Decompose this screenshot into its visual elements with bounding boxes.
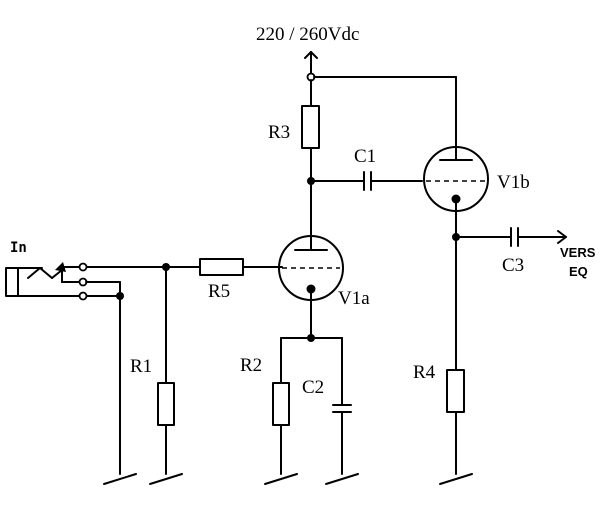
supply-voltage-label: 220 / 260Vdc <box>256 24 359 45</box>
label-v1b: V1b <box>497 172 530 193</box>
resistor-r4 <box>439 369 473 485</box>
label-r3: R3 <box>268 122 290 143</box>
capacitor-c3 <box>455 227 567 247</box>
resistor-r2 <box>264 337 298 485</box>
resistor-r5 <box>82 258 283 276</box>
input-jack <box>5 262 137 485</box>
label-c3: C3 <box>502 255 524 276</box>
capacitor-c2 <box>325 337 359 485</box>
output-label-eq: EQ <box>569 264 588 279</box>
supply-rail <box>310 76 457 151</box>
label-r2: R2 <box>240 355 262 376</box>
junction-cathode <box>307 334 315 342</box>
label-c2: C2 <box>302 377 324 398</box>
label-v1a: V1a <box>338 288 370 309</box>
input-label: In <box>10 240 27 256</box>
tube-v1a <box>278 235 344 301</box>
output-label-vers: VERS <box>560 245 596 260</box>
label-r4: R4 <box>413 362 436 383</box>
v1a-cathode-wire <box>280 292 343 339</box>
label-r5: R5 <box>208 281 230 302</box>
label-r1: R1 <box>130 356 152 377</box>
resistor-r3 <box>301 105 320 244</box>
label-c1: C1 <box>354 146 376 167</box>
tube-v1b <box>423 146 489 212</box>
capacitor-c1 <box>310 171 423 191</box>
junction-jack-ground <box>116 292 124 300</box>
resistor-r1 <box>149 266 183 485</box>
